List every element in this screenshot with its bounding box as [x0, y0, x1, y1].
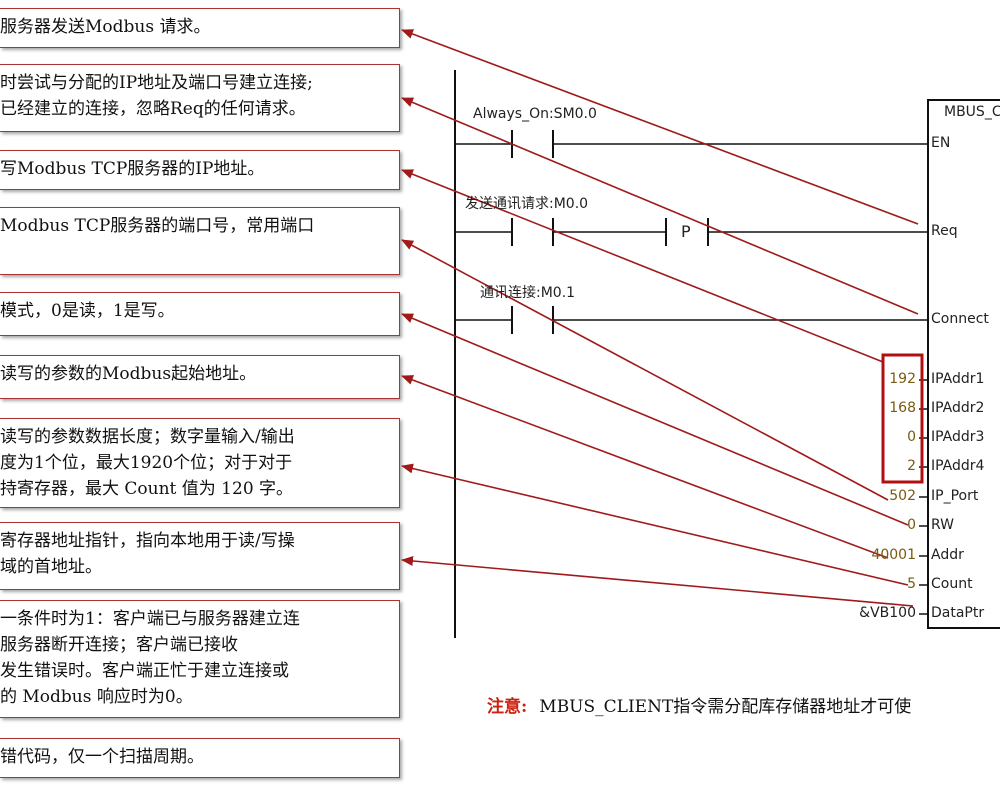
note-rw: 模式，0是读，1是写。: [0, 292, 400, 336]
mbus-client-block: [927, 99, 1000, 629]
note-count: 读写的参数数据长度；数字量输入/输出 度为1个位，最大1920个位；对于对于 持…: [0, 418, 400, 508]
note-line: 度为1个位，最大1920个位；对于对于: [0, 453, 293, 473]
pin-ipaddr4: IPAddr4: [931, 458, 985, 474]
rung-connect: [455, 306, 928, 334]
value-rw: 0: [907, 517, 916, 533]
value-ipaddr4: 2: [907, 458, 916, 474]
note-connect: 时尝试与分配的IP地址及端口号建立连接; 已经建立的连接，忽略Req的任何请求。: [0, 64, 400, 132]
p-contact-label: P: [681, 222, 691, 241]
pin-addr: Addr: [931, 547, 964, 563]
footnote: 注意: MBUS_CLIENT指令需分配库存储器地址才可使: [487, 692, 911, 717]
block-title: MBUS_C: [944, 104, 1000, 120]
pin-ipaddr3: IPAddr3: [931, 429, 985, 445]
note-line: Modbus TCP服务器的端口号，常用端口: [0, 216, 315, 236]
note-error: 错代码，仅一个扫描周期。: [0, 738, 400, 778]
pin-en: EN: [931, 135, 951, 151]
ipaddr-highlight: [881, 353, 924, 484]
pin-dataptr: DataPtr: [931, 605, 985, 621]
pin-ip-port: IP_Port: [931, 488, 979, 504]
note-line: 模式，0是读，1是写。: [0, 301, 175, 321]
rung-send-request: [455, 218, 928, 246]
rung-always-on: [455, 130, 928, 158]
annotation-arrows: [401, 29, 919, 607]
value-ipaddr2: 168: [889, 400, 916, 416]
footnote-text: MBUS_CLIENT指令需分配库存储器地址才可使: [539, 697, 912, 717]
pin-ipaddr2: IPAddr2: [931, 400, 985, 416]
footnote-heading: 注意:: [487, 697, 528, 717]
note-line: 写Modbus TCP服务器的IP地址。: [0, 159, 265, 179]
note-line: 时尝试与分配的IP地址及端口号建立连接;: [0, 73, 313, 93]
note-line: 服务器发送Modbus 请求。: [0, 17, 211, 37]
note-line: 已经建立的连接，忽略Req的任何请求。: [0, 99, 306, 119]
note-line: 寄存器地址指针，指向本地用于读/写操: [0, 531, 295, 551]
value-count: 5: [907, 576, 916, 592]
pin-ipaddr1: IPAddr1: [931, 371, 985, 387]
note-line: 发生错误时。客户端正忙于建立连接或: [0, 661, 289, 681]
value-ipaddr3: 0: [907, 429, 916, 445]
note-req: 服务器发送Modbus 请求。: [0, 8, 400, 48]
contact-label-connect: 通讯连接:M0.1: [480, 285, 576, 301]
note-line: 域的首地址。: [0, 557, 102, 577]
note-dataptr: 寄存器地址指针，指向本地用于读/写操 域的首地址。: [0, 522, 400, 590]
note-line: 服务器断开连接；客户端已接收: [0, 635, 238, 655]
value-ipaddr1: 192: [889, 371, 916, 387]
note-ipaddr: 写Modbus TCP服务器的IP地址。: [0, 150, 400, 190]
note-line: 一条件时为1：客户端已与服务器建立连: [0, 609, 300, 629]
note-addr: 读写的参数的Modbus起始地址。: [0, 355, 400, 399]
value-ip-port: 502: [889, 488, 916, 504]
note-done: 一条件时为1：客户端已与服务器建立连 服务器断开连接；客户端已接收 发生错误时。…: [0, 600, 400, 718]
note-line: 读写的参数数据长度；数字量输入/输出: [0, 427, 295, 447]
note-line: 的 Modbus 响应时为0。: [0, 687, 193, 707]
contact-label-send-request: 发送通讯请求:M0.0: [465, 196, 589, 212]
pin-count: Count: [931, 576, 973, 592]
pin-connect: Connect: [931, 311, 989, 327]
pin-req: Req: [931, 223, 958, 239]
note-line: 读写的参数的Modbus起始地址。: [0, 364, 257, 384]
value-dataptr: &VB100: [859, 605, 916, 621]
value-addr: 40001: [871, 547, 916, 563]
note-ipport: Modbus TCP服务器的端口号，常用端口: [0, 207, 400, 275]
note-line: 错代码，仅一个扫描周期。: [0, 747, 204, 767]
contact-label-always-on: Always_On:SM0.0: [473, 106, 597, 122]
pin-rw: RW: [931, 517, 955, 533]
note-line: 持寄存器，最大 Count 值为 120 字。: [0, 479, 294, 499]
